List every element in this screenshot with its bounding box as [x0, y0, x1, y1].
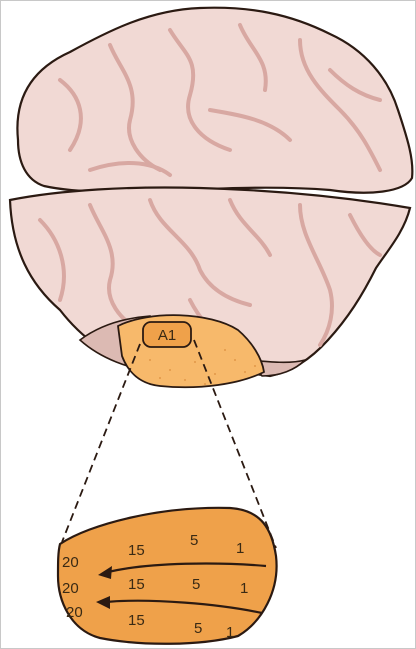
map-row-3-value-1: 20	[66, 604, 83, 621]
map-row-1-value-3: 5	[190, 532, 198, 549]
map-row-1-value-4: 1	[236, 540, 244, 557]
map-row-1-value-1: 20	[62, 554, 79, 571]
map-row-2-value-3: 5	[192, 576, 200, 593]
tonotopic-map: 20 15 5 1 20 15 5 1 20 15 5 1	[58, 508, 277, 644]
map-row-1-value-2: 15	[128, 542, 145, 559]
map-row-2-value-2: 15	[128, 576, 145, 593]
map-row-2-value-1: 20	[62, 580, 79, 597]
a1-label: A1	[158, 327, 176, 344]
map-row-3-value-4: 1	[226, 624, 234, 641]
map-row-2-value-4: 1	[240, 580, 248, 597]
map-row-3-value-2: 15	[128, 612, 145, 629]
map-row-3-value-3: 5	[194, 620, 202, 637]
